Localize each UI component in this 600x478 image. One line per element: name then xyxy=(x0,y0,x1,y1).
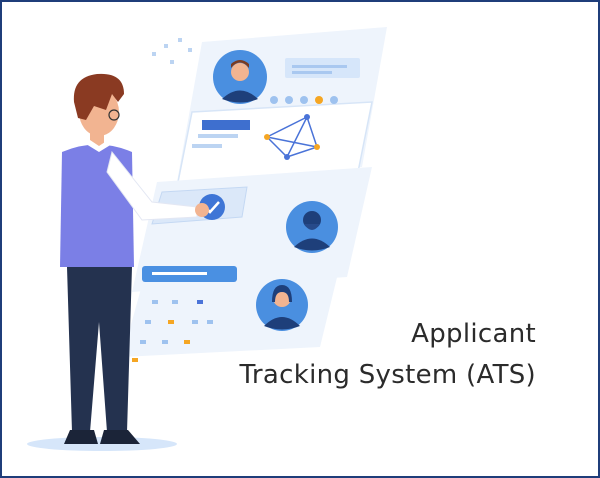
info-bar xyxy=(202,120,250,130)
caption-line-2: Tracking System (ATS) xyxy=(239,360,536,390)
caption: Applicant Tracking System (ATS) xyxy=(240,314,536,396)
network-icon xyxy=(264,114,320,160)
grid-dots xyxy=(132,300,213,362)
avatar-icon-1 xyxy=(213,50,267,104)
avatar-icon-3 xyxy=(256,279,308,331)
caption-line-1: Applicant xyxy=(411,319,536,349)
pagination-dots xyxy=(270,96,338,104)
avatar-icon-2 xyxy=(286,201,338,253)
person-figure xyxy=(27,73,209,451)
decorative-dots xyxy=(152,38,192,64)
